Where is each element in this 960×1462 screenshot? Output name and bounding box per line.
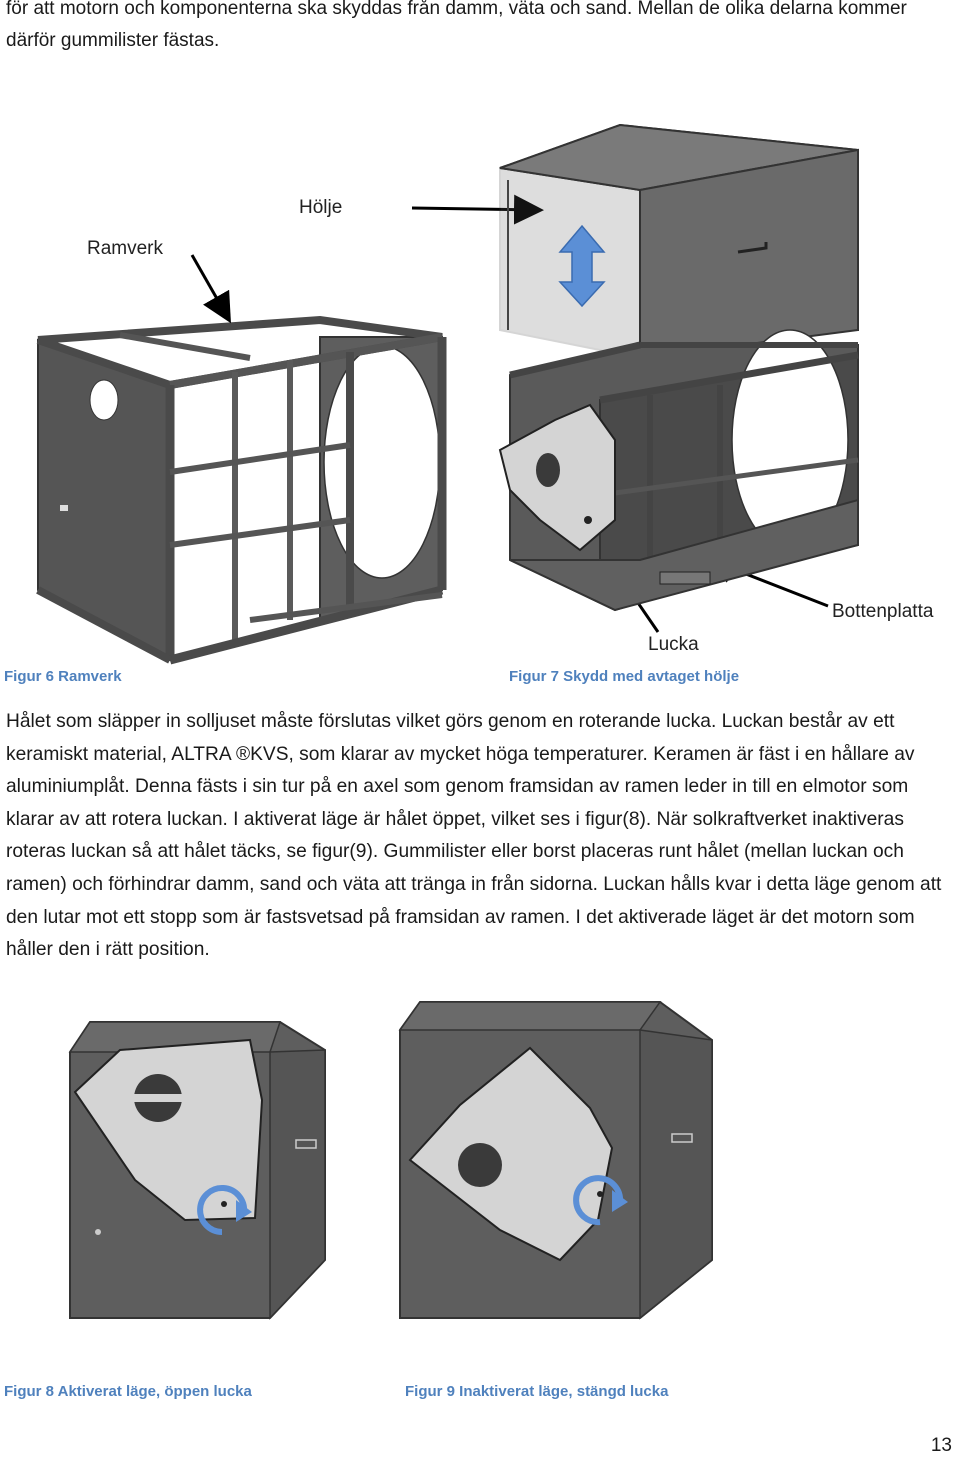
label-lucka: Lucka [648, 634, 699, 655]
hatch-plate-closed [408, 1046, 614, 1262]
caption-figure-8: Figur 8 Aktiverat läge, öppen lucka [4, 1383, 252, 1400]
body-paragraph: Hålet som släpper in solljuset måste för… [6, 711, 942, 961]
caption-figure-7: Figur 7 Skydd med avtaget hölje [509, 668, 740, 685]
hatch-plate-open [73, 1038, 264, 1222]
intro-paragraph: för att motorn och komponenterna ska sky… [6, 0, 907, 51]
rotate-arrow-icon [573, 1175, 624, 1226]
caption-figure-6: Figur 6 Ramverk [4, 668, 122, 685]
caption-figure-9: Figur 9 Inaktiverat läge, stängd lucka [405, 1383, 669, 1400]
label-ramverk: Ramverk [87, 238, 164, 259]
label-bottenplatta: Bottenplatta [832, 601, 934, 622]
page-number: 13 [930, 1435, 952, 1456]
rotate-arrow-icon [197, 1185, 248, 1235]
label-holje: Hölje [299, 197, 343, 218]
lift-arrow-icon [558, 224, 606, 308]
